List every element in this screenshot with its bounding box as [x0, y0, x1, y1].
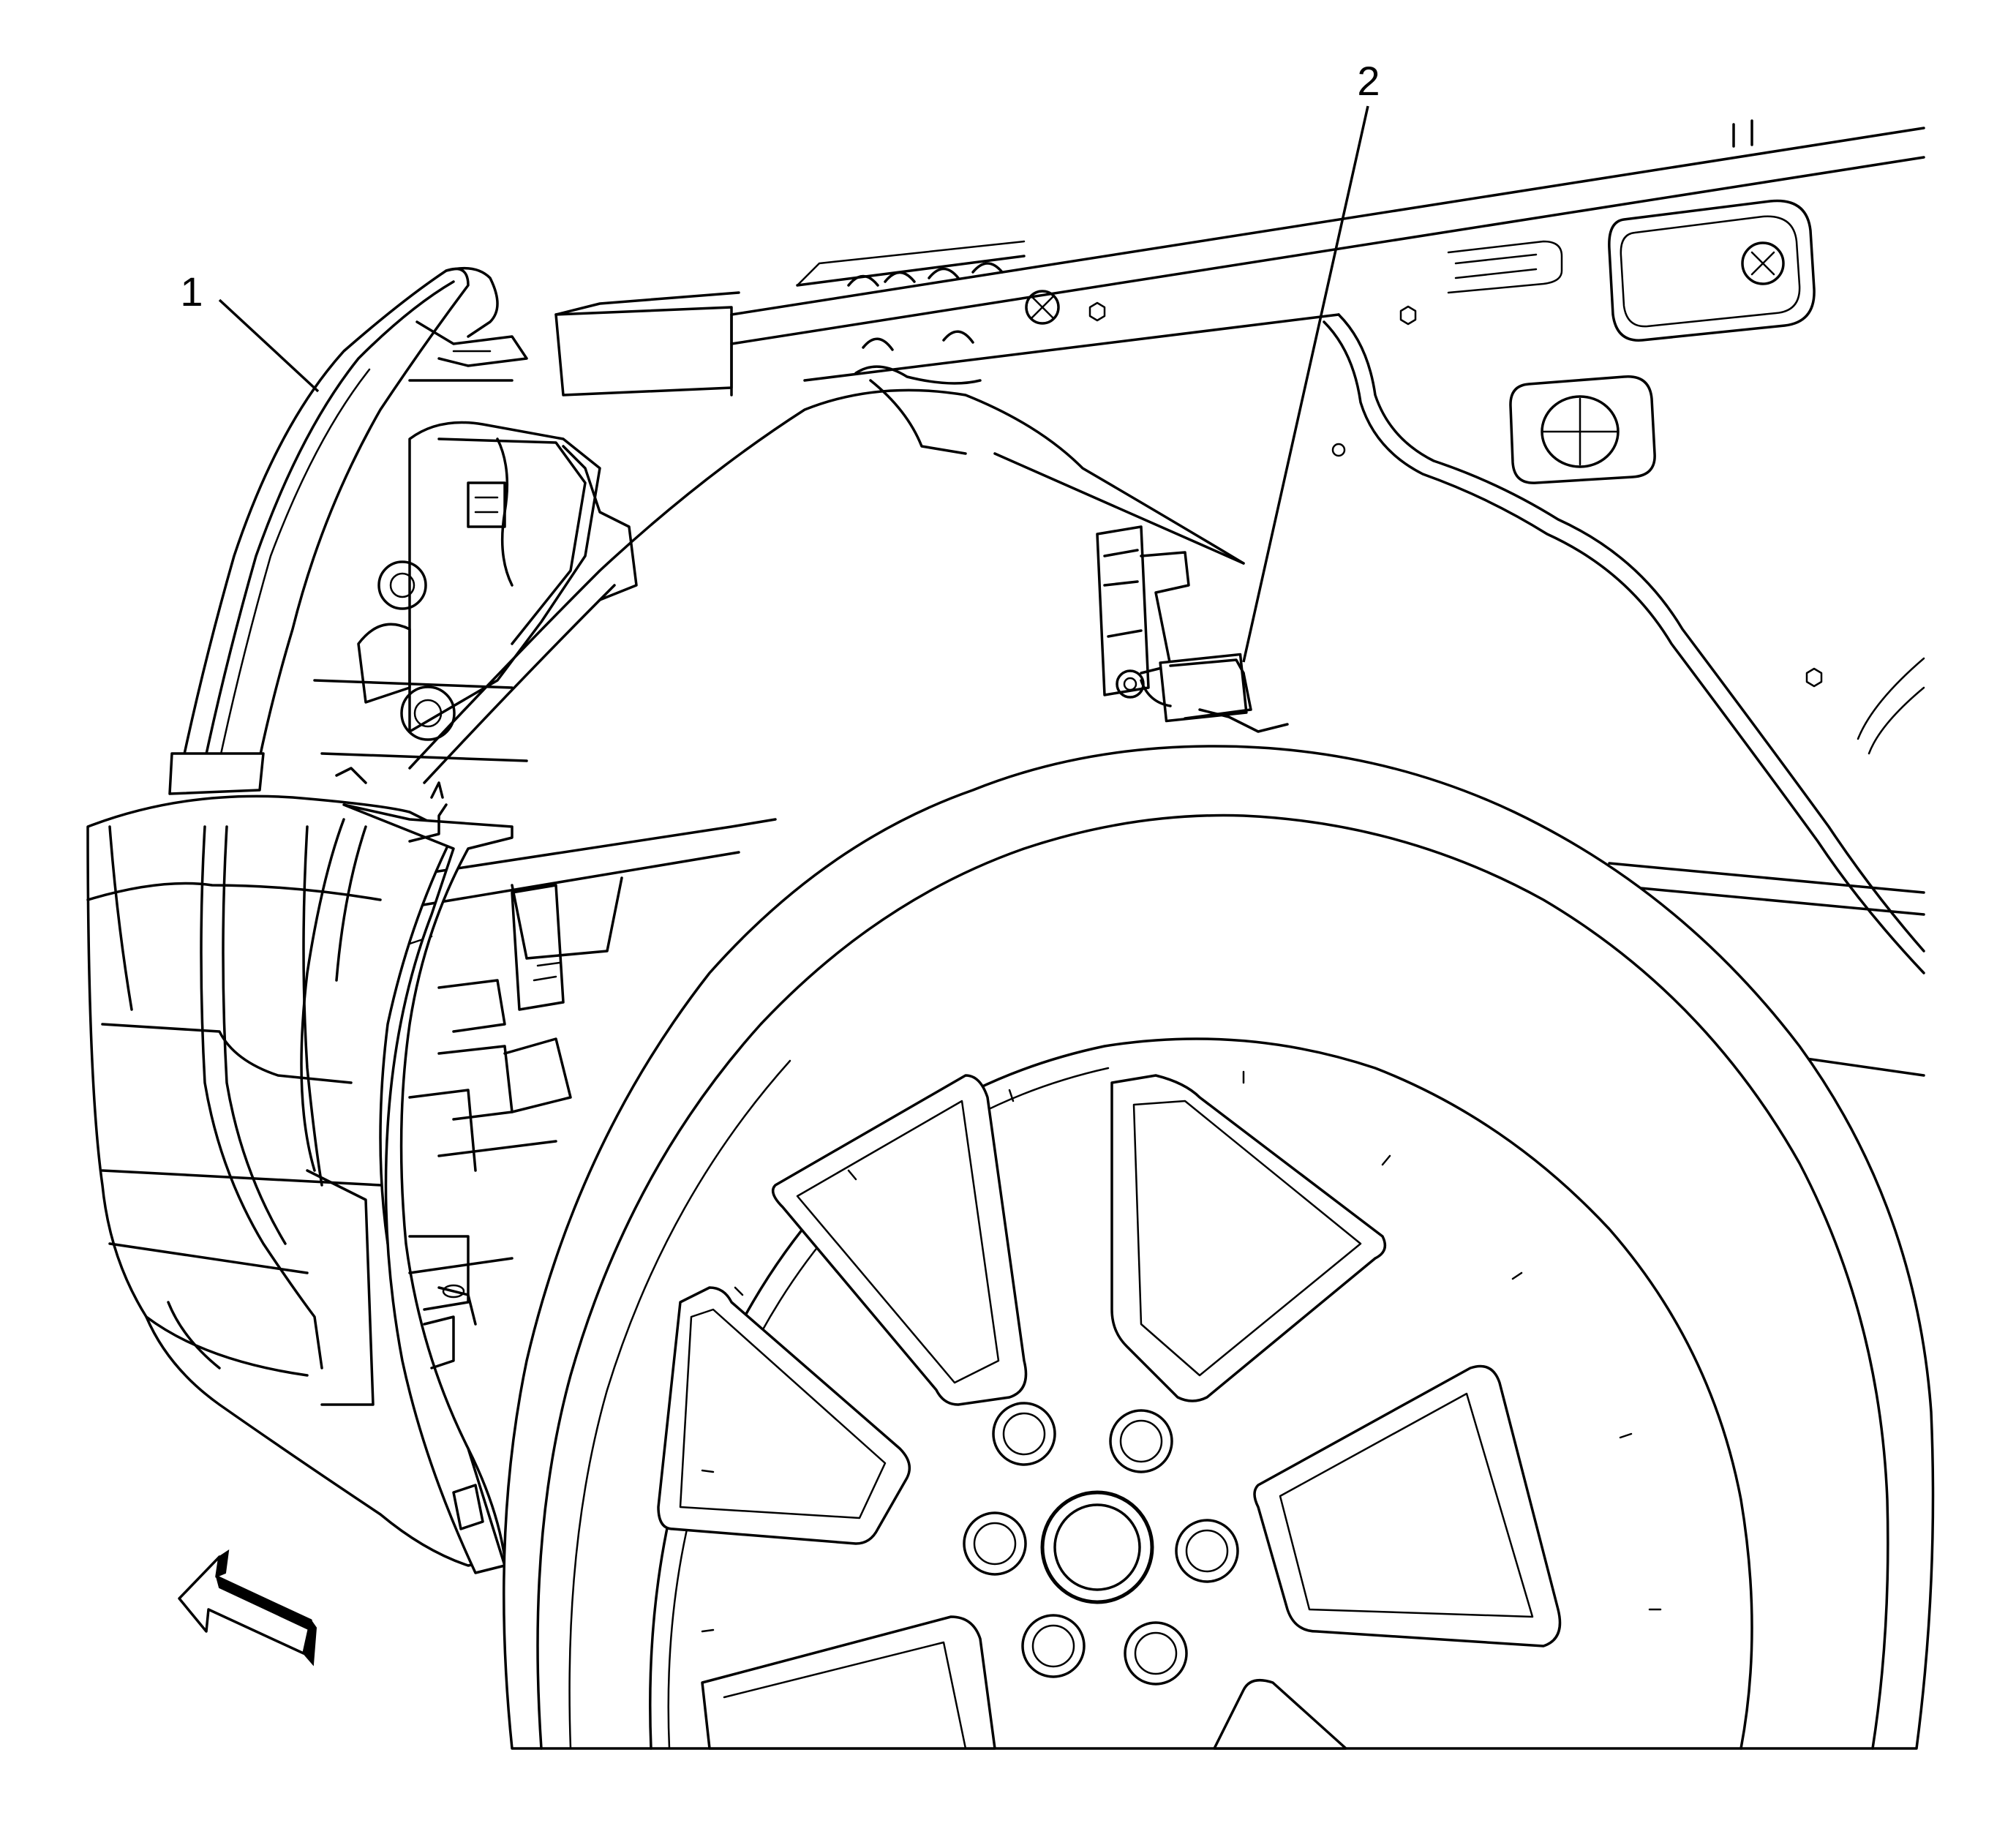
callout-1-leader-line — [218, 298, 320, 393]
body-frame-rail — [730, 119, 1925, 1077]
view-direction-arrow-icon — [178, 1549, 317, 1667]
headlamp-housing — [313, 421, 638, 784]
callout-2-label: 2 — [1357, 58, 1380, 104]
component-1-trim-strip — [168, 266, 528, 795]
callout-2: 2 — [1242, 58, 1380, 663]
upper-tie-bar — [554, 240, 1060, 397]
front-bumper-fascia — [86, 794, 506, 1567]
tire-and-wheel — [503, 745, 1935, 1750]
component-2-level-sensor — [1096, 525, 1289, 733]
callout-1: 1 — [180, 268, 320, 393]
splash-shield — [342, 781, 514, 1574]
lower-control-arm — [408, 884, 572, 1326]
callout-2-leader-line — [1242, 105, 1369, 663]
inner-fender-liner — [394, 379, 1245, 960]
callout-1-label: 1 — [180, 268, 203, 315]
